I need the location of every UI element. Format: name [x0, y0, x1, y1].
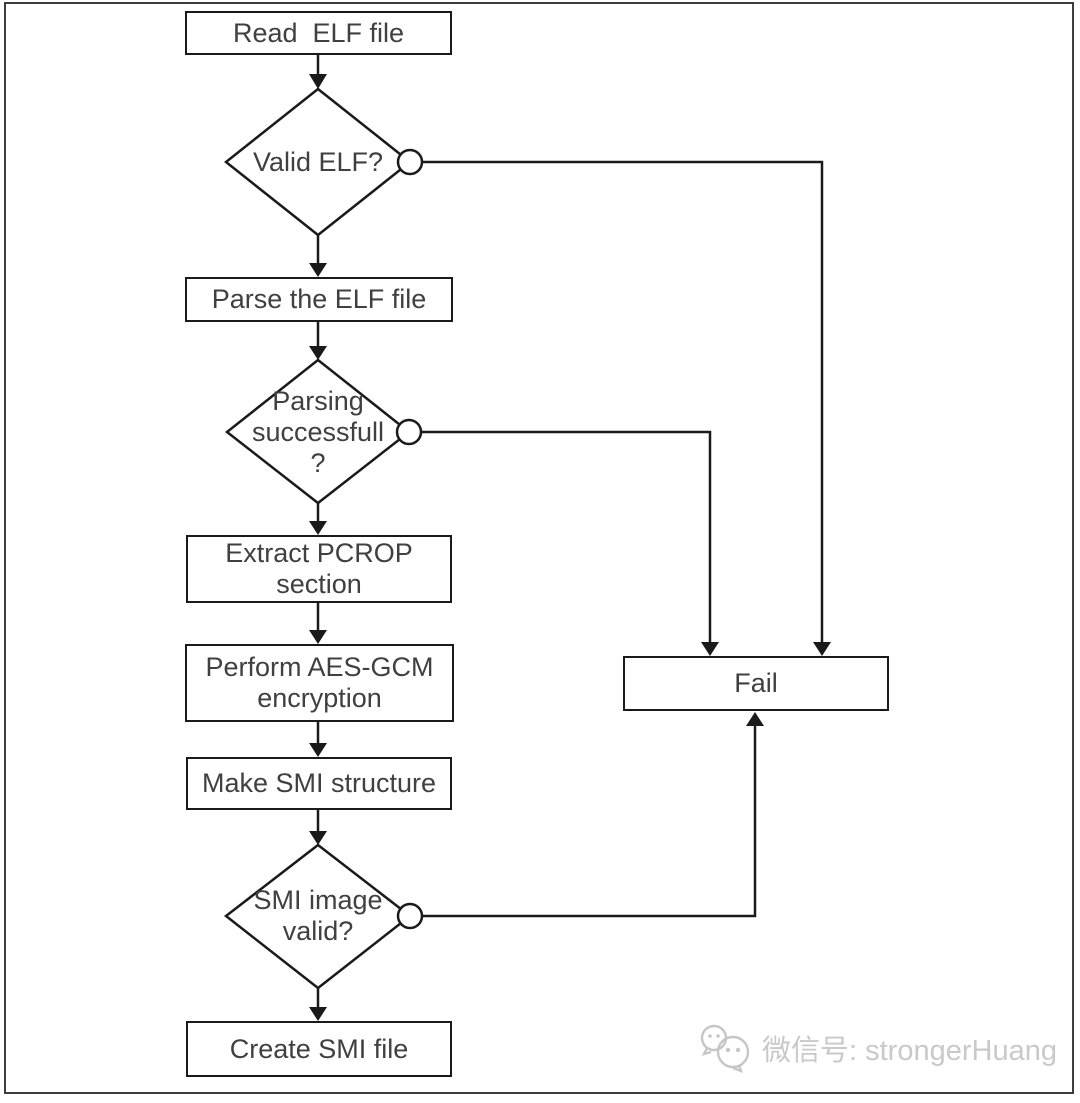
- watermark: 微信号: strongerHuang: [698, 1022, 1057, 1074]
- arrowhead: [701, 642, 719, 656]
- connector-smivalid-to-fail: [422, 725, 757, 918]
- valid-elf-out-port: [396, 148, 424, 176]
- connector-validelf-to-fail: [422, 160, 824, 643]
- arrowhead: [309, 630, 327, 644]
- smi-valid-diamond: [223, 843, 413, 990]
- parsing-ok-diamond: [224, 358, 412, 505]
- wechat-icon: [700, 1024, 750, 1074]
- arrowhead: [309, 521, 327, 535]
- arrowhead: [309, 346, 327, 360]
- node-extract-pcrop-section: Extract PCROP section: [186, 535, 452, 603]
- node-aes-gcm-encryption: Perform AES-GCM encryption: [185, 644, 454, 722]
- canvas-border: [4, 2, 1074, 1094]
- arrowhead: [309, 743, 327, 757]
- arrowhead: [309, 1007, 327, 1021]
- connector-parsingok-to-fail: [421, 430, 712, 643]
- node-make-smi-structure: Make SMI structure: [186, 757, 452, 810]
- valid-elf-diamond: [223, 87, 413, 237]
- node-fail: Fail: [623, 656, 889, 711]
- parsing-ok-out-port: [395, 418, 423, 446]
- node-parse-elf-file: Parse the ELF file: [185, 277, 453, 322]
- node-read-elf-file: Read ELF file: [185, 11, 452, 55]
- arrowhead: [746, 712, 764, 726]
- arrowhead: [309, 263, 327, 277]
- smi-valid-out-port: [396, 902, 424, 930]
- arrowhead: [813, 642, 831, 656]
- node-create-smi-file: Create SMI file: [186, 1021, 452, 1077]
- watermark-text: 微信号: strongerHuang: [762, 1035, 1057, 1067]
- arrowhead: [309, 74, 327, 89]
- arrowhead: [309, 831, 327, 845]
